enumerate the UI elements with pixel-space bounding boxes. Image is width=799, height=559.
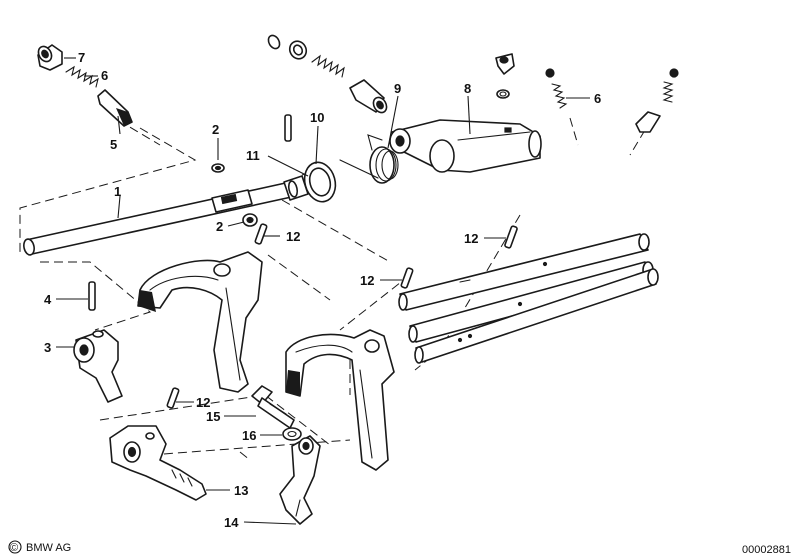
callout-2-upper: 2	[212, 122, 219, 137]
callout-labels: 7 6 5 1 2 2 12 11 10 9 8 6 12 12 4 3 12 …	[44, 50, 601, 530]
part-8-shift-arm	[389, 119, 542, 173]
top-spring	[311, 54, 345, 78]
roll-pin-12-b	[504, 225, 518, 249]
callout-16: 16	[242, 428, 256, 443]
callout-8: 8	[464, 81, 471, 96]
callout-10: 10	[310, 110, 324, 125]
part-3-shift-block	[73, 329, 123, 403]
part-6-spring-left	[65, 65, 99, 88]
callout-12-a: 12	[286, 229, 300, 244]
shift-rod-upper	[398, 233, 650, 311]
part-1-selector-shaft	[23, 175, 309, 256]
part-13-shift-lever	[109, 425, 207, 501]
callout-11: 11	[246, 148, 260, 163]
part-2-nut-lower	[242, 213, 258, 227]
footer: © BMW AG 00002881	[8, 540, 791, 556]
callout-6-right: 6	[594, 91, 601, 106]
callout-1: 1	[114, 184, 121, 199]
part-4-pin	[88, 281, 96, 311]
shift-fork-left	[137, 251, 263, 393]
shift-fork-right	[285, 329, 395, 471]
callout-4: 4	[44, 292, 52, 307]
callout-15: 15	[206, 409, 220, 424]
callout-12-d: 12	[196, 395, 210, 410]
screw-top-right	[495, 53, 515, 99]
drawing-number: 00002881	[742, 544, 791, 556]
top-plunger	[349, 79, 388, 114]
part-7-cap	[37, 44, 63, 71]
callout-leaders	[56, 57, 590, 525]
brand-label: BMW AG	[26, 542, 71, 554]
callout-2-lower: 2	[216, 219, 223, 234]
part-16-washer	[282, 427, 302, 441]
roll-pin-12-a	[254, 223, 268, 245]
part-10-ring	[303, 161, 337, 203]
callout-14: 14	[224, 515, 239, 530]
far-right-spring-plunger	[635, 68, 679, 133]
vertical-pin	[284, 114, 292, 142]
roll-pin-12-d	[166, 387, 180, 409]
part-5-plunger	[97, 89, 133, 127]
part-14-lever-arm	[279, 435, 321, 525]
part-6-spring-right	[545, 68, 568, 109]
callout-5: 5	[110, 137, 117, 152]
callout-9: 9	[394, 81, 401, 96]
callout-12-b: 12	[464, 231, 478, 246]
part-2-nut-upper	[211, 163, 225, 173]
callout-6-left: 6	[101, 68, 108, 83]
callout-12-c: 12	[360, 273, 374, 288]
callout-3: 3	[44, 340, 51, 355]
callout-13: 13	[234, 483, 248, 498]
copyright-symbol: ©	[10, 542, 18, 554]
copyright-circle	[8, 540, 22, 554]
part-9-torsion-spring	[339, 134, 399, 184]
callout-7: 7	[78, 50, 85, 65]
top-washers	[267, 34, 308, 60]
roll-pin-12-c	[400, 267, 414, 289]
shift-rod-lower	[414, 268, 659, 364]
